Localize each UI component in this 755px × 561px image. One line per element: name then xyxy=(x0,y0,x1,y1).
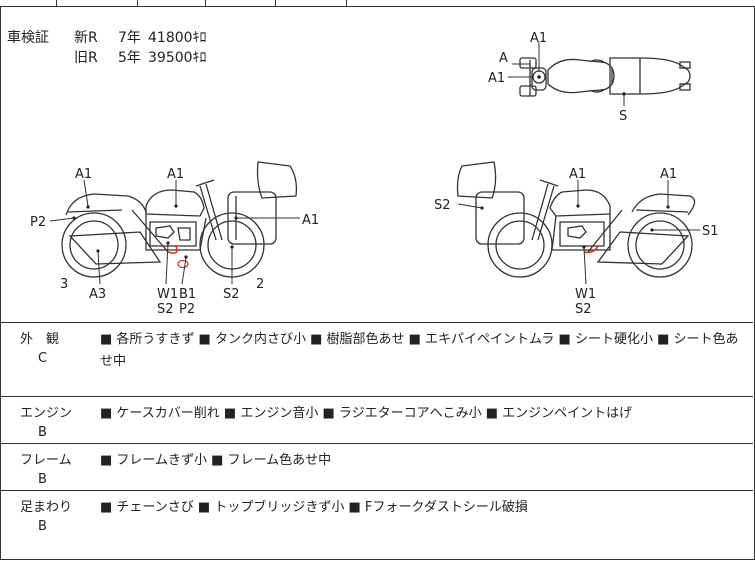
section-grade: B xyxy=(38,425,47,440)
diagram-label: A1 xyxy=(569,167,586,182)
diagram-label: A xyxy=(499,51,508,66)
section-notes: ■ 各所うすきず ■ タンク内さび小 ■ 樹脂部色あせ ■ エキパイペイントムラ… xyxy=(100,332,739,369)
inspection-price: 41800ｷﾛ xyxy=(148,30,207,46)
section-name: フレーム xyxy=(20,453,72,468)
diagram-label: 2 xyxy=(256,277,264,292)
section-grade: B xyxy=(38,472,47,487)
diagram-label: S1 xyxy=(702,224,719,239)
inspection-years: 7年 xyxy=(118,30,141,46)
diagram-label: P2 xyxy=(179,302,195,317)
diagram-label: S2 xyxy=(575,302,592,317)
cell-divider xyxy=(56,0,57,6)
diagram-label: A1 xyxy=(660,167,677,182)
cell-divider xyxy=(137,0,138,6)
inspection-row-old: 旧R 5年 39500ｷﾛ xyxy=(74,48,207,68)
diagram-label: W1 xyxy=(157,287,178,302)
cell-divider xyxy=(275,0,276,6)
section-engine: エンジン B ■ ケースカバー削れ ■ エンジン音小 ■ ラジエターコアへこみ小… xyxy=(0,396,753,444)
inspection-label: 車検証 xyxy=(7,30,49,46)
diagram-label: A1 xyxy=(530,31,547,46)
diagram-label: S2 xyxy=(434,198,451,213)
diagram-label: A1 xyxy=(75,167,92,182)
inspection-price: 39500ｷﾛ xyxy=(148,50,207,66)
section-name: 足まわり xyxy=(20,500,73,515)
section-name: エンジン xyxy=(20,406,73,421)
diagram-label: 3 xyxy=(60,277,68,292)
cell-divider xyxy=(346,0,347,6)
section-notes: ■ チェーンさび ■ トップブリッジきず小 ■ Fフォークダストシール破損 xyxy=(100,500,528,515)
inspection-type: 旧R xyxy=(74,50,98,66)
section-notes: ■ ケースカバー削れ ■ エンジン音小 ■ ラジエターコアへこみ小 ■ エンジン… xyxy=(100,406,633,421)
cell-divider xyxy=(205,0,206,6)
damage-diagram: A1 A A1 S A1 xyxy=(30,31,719,317)
diagram-label: A1 xyxy=(488,71,505,86)
diagram-label: S2 xyxy=(223,287,240,302)
section-grade: C xyxy=(38,351,48,366)
diagram-label: W1 xyxy=(575,287,596,302)
section-notes: ■ フレームきず小 ■ フレーム色あせ中 xyxy=(100,453,332,468)
inspection-row-new: 新R 7年 41800ｷﾛ xyxy=(74,28,207,48)
section-grade: B xyxy=(38,519,47,534)
diagram-label: P2 xyxy=(30,215,46,230)
diagram-label: B1 xyxy=(179,287,196,302)
diagram-label: S2 xyxy=(157,302,174,317)
section-name: 外 観 xyxy=(20,332,60,347)
inspection-years: 5年 xyxy=(118,50,141,66)
motorcycle-right-view-icon xyxy=(456,161,696,278)
diagram-label: A1 xyxy=(302,213,319,228)
section-exterior: 外 観 C ■ 各所うすきず ■ タンク内さび小 ■ 樹脂部色あせ ■ エキパイ… xyxy=(0,322,753,396)
section-frame: フレーム B ■ フレームきず小 ■ フレーム色あせ中 xyxy=(0,443,753,491)
diagram-label: S xyxy=(619,109,627,124)
diagram-label: A3 xyxy=(89,287,106,302)
header-table-edge xyxy=(0,0,755,7)
section-suspension: 足まわり B ■ チェーンさび ■ トップブリッジきず小 ■ Fフォークダストシ… xyxy=(0,490,753,560)
inspection-type: 新R xyxy=(74,30,98,46)
diagram-label: A1 xyxy=(167,167,184,182)
motorcycle-top-view-icon xyxy=(519,57,691,97)
